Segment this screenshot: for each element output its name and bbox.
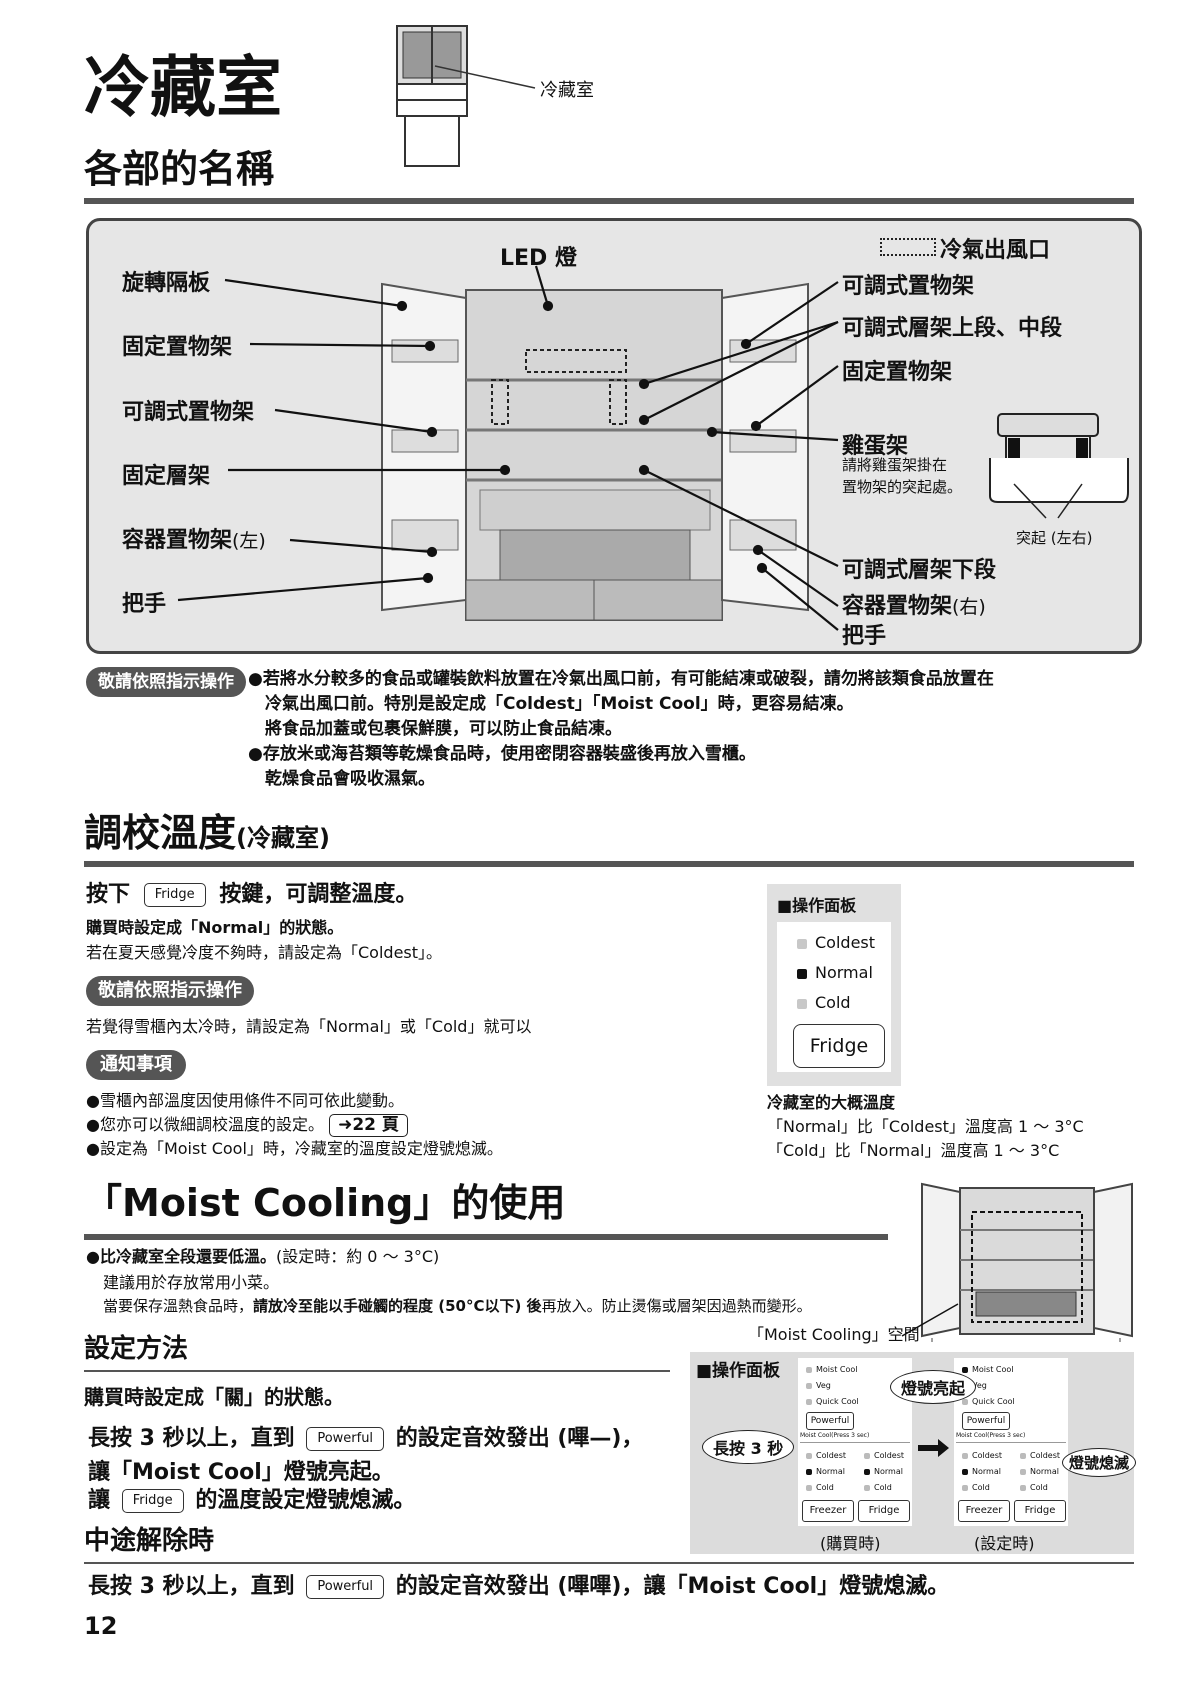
header-rule: [84, 198, 1134, 204]
moist-space-leader: [901, 1303, 959, 1337]
label-rotating-partition: 旋轉隔板: [122, 271, 211, 296]
cancel-title: 中途解除時: [84, 1526, 215, 1556]
moist-cooling-fridge-illustration: [921, 1182, 1133, 1342]
cancel-rule: [84, 1562, 1134, 1564]
egg-rack-note-1: 請將雞蛋架掛在: [842, 456, 948, 474]
approx-temp-2: 「Cold」比「Normal」溫度高 1 ～ 3°C: [767, 1141, 1060, 1160]
label-adjustable-door-shelf-right: 可調式置物架: [842, 274, 975, 299]
thumbnail-label: 冷藏室: [540, 80, 594, 101]
mini-powerful-button[interactable]: Powerful: [806, 1412, 854, 1430]
moist-bullet-2: 建議用於存放常用小菜。: [103, 1273, 280, 1292]
moist-space-label: 「Moist Cooling」空間: [748, 1325, 920, 1344]
powerful-key: Powerful: [306, 1427, 385, 1451]
temp-press-instruction: 按下 Fridge 按鍵，可調整溫度。: [86, 882, 418, 907]
notice-2: ●您亦可以微細調校溫度的設定。 ➜22 頁: [86, 1112, 408, 1137]
caution-line-2: 冷氣出風口前。特別是設定成「Coldest」「Moist Cool」時，更容易結…: [265, 694, 854, 714]
notice-3: ●設定為「Moist Cool」時，冷藏室的溫度設定燈號熄滅。: [86, 1139, 503, 1158]
callout-hold-3-sec: 長按 3 秒: [702, 1430, 795, 1464]
powerful-key-cancel: Powerful: [306, 1575, 385, 1599]
temp-summer-note: 若在夏天感覺冷度不夠時，請設定為「Coldest」。: [86, 943, 443, 962]
label-fixed-shelf: 固定層架: [122, 464, 211, 489]
moist-rule: [84, 1234, 888, 1240]
label-adjustable-shelf-upper-middle: 可調式層架上段、中段: [842, 316, 1063, 341]
moist-section-title: 「Moist Cooling」的使用: [84, 1181, 566, 1225]
temp-too-cold-note: 若覺得雪櫃內太冷時，請設定為「Normal」或「Cold」就可以: [86, 1017, 532, 1036]
egg-rack-note-2: 置物架的突起處。: [842, 478, 963, 496]
approx-temp-title: 冷藏室的大概溫度: [767, 1093, 896, 1112]
diagram-leader-lines: [177, 265, 839, 631]
callout-light-on: 燈號亮起: [890, 1370, 977, 1404]
temp-control-panel: ■操作面板 Coldest Normal Cold Fridge: [767, 884, 901, 1086]
indicator-coldest: Coldest: [797, 928, 875, 958]
label-fixed-door-shelf-left: 固定置物架: [122, 335, 233, 360]
label-container-holder-right: 容器置物架(右): [842, 594, 986, 619]
fridge-key: Fridge: [143, 883, 206, 907]
cancel-instruction: 長按 3 秒以上，直到 Powerful 的設定音效發出 (嗶嗶)，讓「Mois…: [88, 1574, 950, 1599]
label-fixed-door-shelf-right: 固定置物架: [842, 360, 953, 385]
caution-line-5: 乾燥食品會吸收濕氣。: [265, 769, 435, 789]
notice-1: ●雪櫃內部溫度因使用條件不同可依此變動。: [86, 1091, 404, 1110]
egg-rack-illustration: [989, 413, 1129, 519]
moist-bullet-1: ●比冷藏室全段還要低溫。(設定時：約 0 ～ 3°C): [86, 1247, 440, 1266]
setup-title: 設定方法: [84, 1334, 189, 1364]
callout-light-off: 燈號熄滅: [1062, 1448, 1137, 1477]
caution-badge: 敬請依照指示操作: [86, 667, 246, 697]
vent-legend-swatch: [880, 238, 936, 256]
page-reference-link[interactable]: ➜22 頁: [329, 1114, 408, 1137]
panel-face: Coldest Normal Cold Fridge: [777, 922, 891, 1072]
mini-freezer-button-set[interactable]: Freezer: [958, 1500, 1010, 1522]
mini-fridge-button-set[interactable]: Fridge: [1014, 1500, 1066, 1522]
caution-line-1: ●若將水分較多的食品或罐裝飲料放置在冷氣出風口前，有可能結凍或破裂，請勿將該類食…: [248, 669, 994, 689]
arrow-right-icon: [918, 1439, 949, 1457]
label-adjustable-door-shelf-left: 可調式置物架: [122, 400, 255, 425]
setup-rule: [84, 1370, 670, 1372]
caption-set: (設定時): [974, 1534, 1035, 1553]
page-subtitle: 各部的名稱: [84, 147, 275, 191]
caution-line-4: ●存放米或海苔類等乾燥食品時，使用密閉容器裝盛後再放入雪櫃。: [248, 744, 756, 764]
temp-purchase-default: 購買時設定成「Normal」的狀態。: [86, 918, 344, 937]
moist-panel-title: ■操作面板: [696, 1361, 781, 1381]
label-vent: 冷氣出風口: [940, 238, 1051, 263]
label-handle-left: 把手: [122, 592, 167, 617]
mini-fridge-button[interactable]: Fridge: [858, 1500, 910, 1522]
notice-badge: 通知事項: [86, 1050, 186, 1080]
setup-step-3: 讓 Fridge 的溫度設定燈號熄滅。: [88, 1488, 416, 1513]
indicator-normal: Normal: [797, 958, 875, 988]
temp-section-title: 調校溫度(冷藏室): [84, 811, 330, 855]
setup-step-2: 讓「Moist Cool」燈號亮起。: [88, 1460, 394, 1485]
label-egg-rack: 雞蛋架: [842, 434, 909, 459]
setup-step-1: 長按 3 秒以上，直到 Powerful 的設定音效發出 (嗶—)，: [88, 1426, 644, 1451]
label-adjustable-shelf-lower: 可調式層架下段: [842, 558, 997, 583]
caption-purchase: (購買時): [820, 1534, 881, 1553]
moist-bullet-3: 當要保存溫熱食品時，請放冷至能以手碰觸的程度 (50°C以下) 後再放入。防止燙…: [103, 1297, 812, 1315]
temp-caution-badge: 敬請依照指示操作: [86, 976, 254, 1006]
label-handle-right: 把手: [842, 624, 887, 649]
panel-title: ■操作面板: [777, 896, 857, 915]
mini-freezer-button[interactable]: Freezer: [802, 1500, 854, 1522]
mini-powerful-button-set[interactable]: Powerful: [962, 1412, 1010, 1430]
panel-fridge-button[interactable]: Fridge: [793, 1024, 885, 1068]
protrusion-label: 突起 (左右): [1016, 529, 1093, 547]
approx-temp-1: 「Normal」比「Coldest」溫度高 1 ～ 3°C: [767, 1117, 1084, 1136]
label-led: LED 燈: [500, 246, 577, 271]
fridge-interior-illustration: [381, 282, 809, 621]
caution-line-3: 將食品加蓋或包裹保鮮膜，可以防止食品結凍。: [265, 719, 622, 739]
fridge-thumbnail: [396, 25, 536, 167]
label-container-holder-left: 容器置物架(左): [122, 528, 266, 553]
fridge-key-step: Fridge: [121, 1489, 184, 1513]
temp-rule: [84, 861, 1134, 867]
setup-default: 購買時設定成「關」的狀態。: [84, 1385, 344, 1409]
page-number: 12: [84, 1612, 118, 1640]
page-title: 冷藏室: [84, 49, 282, 126]
indicator-cold: Cold: [797, 988, 875, 1018]
